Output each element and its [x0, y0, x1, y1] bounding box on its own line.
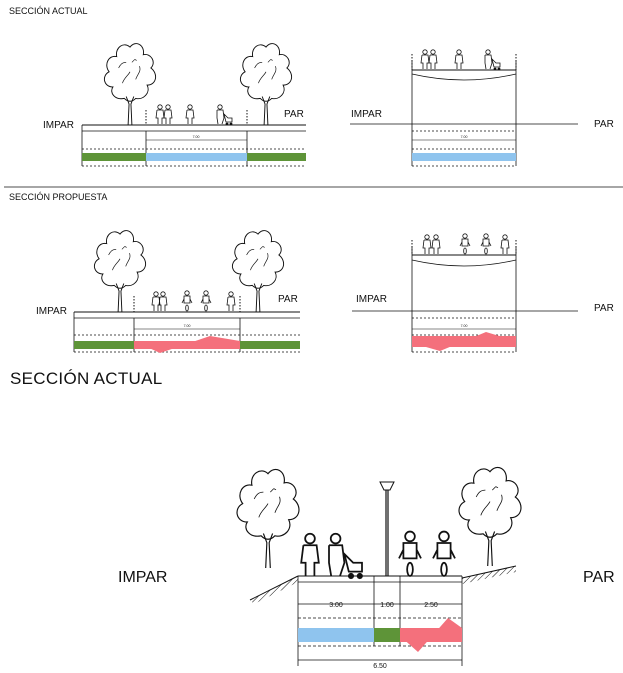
par-label-top-right: PAR: [594, 119, 614, 130]
green-band: [247, 153, 306, 161]
pedestrian-icon: [226, 291, 236, 312]
dimension-label: 7.00: [193, 135, 200, 139]
cyclist-icon: [200, 290, 212, 312]
impar-label-mid-left: IMPAR: [36, 306, 67, 317]
tree-icon: [93, 230, 147, 313]
pushchair-icon: [216, 104, 233, 126]
pedestrian-icon: [420, 49, 430, 70]
pedestrian-icon: [500, 234, 510, 255]
dimension-label-middle: 1.00: [380, 602, 394, 609]
pedestrian-icon: [454, 49, 464, 70]
tree-icon: [103, 43, 157, 126]
dimension-label-right: 2.50: [424, 602, 438, 609]
cyclist-icon: [398, 530, 422, 577]
current-section-right-panel: 7.00: [350, 49, 578, 167]
blue-band: [298, 628, 374, 642]
tree-icon: [236, 468, 300, 569]
pushchair-icon: [327, 532, 364, 581]
red-band: [412, 332, 516, 351]
pedestrian-icon: [163, 104, 173, 125]
par-label-mid-left: PAR: [278, 294, 298, 305]
green-band: [82, 153, 146, 161]
par-label-detail: PAR: [583, 569, 615, 586]
pedestrian-icon: [300, 532, 320, 577]
impar-label-top-left: IMPAR: [43, 120, 74, 131]
pushchair-icon: [484, 49, 501, 71]
dimension-label-total: 6.50: [373, 663, 387, 670]
cyclist-icon: [459, 233, 471, 255]
par-label-top-left: PAR: [284, 109, 304, 120]
tree-icon: [458, 466, 522, 567]
proposed-section-right-panel: 7.00: [352, 233, 578, 353]
pedestrian-icon: [431, 234, 441, 255]
cyclist-icon: [432, 530, 456, 577]
current-section-title: SECCIÓN ACTUAL: [9, 6, 88, 16]
proposed-section-left-panel: 7.00: [73, 230, 300, 353]
green-band: [374, 628, 400, 642]
impar-label-mid-right: IMPAR: [356, 294, 387, 305]
blue-band: [412, 153, 516, 161]
pedestrian-icon: [428, 49, 438, 70]
pedestrian-icon: [422, 234, 432, 255]
pedestrian-icon: [185, 104, 195, 125]
cyclist-icon: [181, 290, 193, 312]
green-band: [240, 341, 300, 349]
dimension-label: 7.00: [461, 135, 468, 139]
dimension-label-left: 3.00: [329, 602, 343, 609]
green-band: [74, 341, 134, 349]
dimension-label: 7.00: [461, 324, 468, 328]
tree-icon: [239, 43, 293, 126]
blue-band: [146, 153, 247, 161]
par-label-mid-right: PAR: [594, 303, 614, 314]
cyclist-icon: [480, 233, 492, 255]
proposed-section-title: SECCIÓN PROPUESTA: [9, 192, 108, 202]
detail-section-panel: 3.00 1.00 2.50 6.50: [236, 466, 522, 670]
dimension-label: 7.00: [184, 324, 191, 328]
impar-label-detail: IMPAR: [118, 569, 168, 586]
pedestrian-icon: [158, 291, 168, 312]
street-lamp-icon: [379, 481, 395, 576]
red-band: [400, 618, 462, 652]
current-section-left-panel: 7.00: [81, 43, 306, 167]
red-band: [134, 336, 240, 353]
pedestrian-icon: [151, 291, 161, 312]
pedestrian-icon: [155, 104, 165, 125]
detail-section-title: SECCIÓN ACTUAL: [10, 369, 163, 388]
impar-label-top-right: IMPAR: [351, 109, 382, 120]
